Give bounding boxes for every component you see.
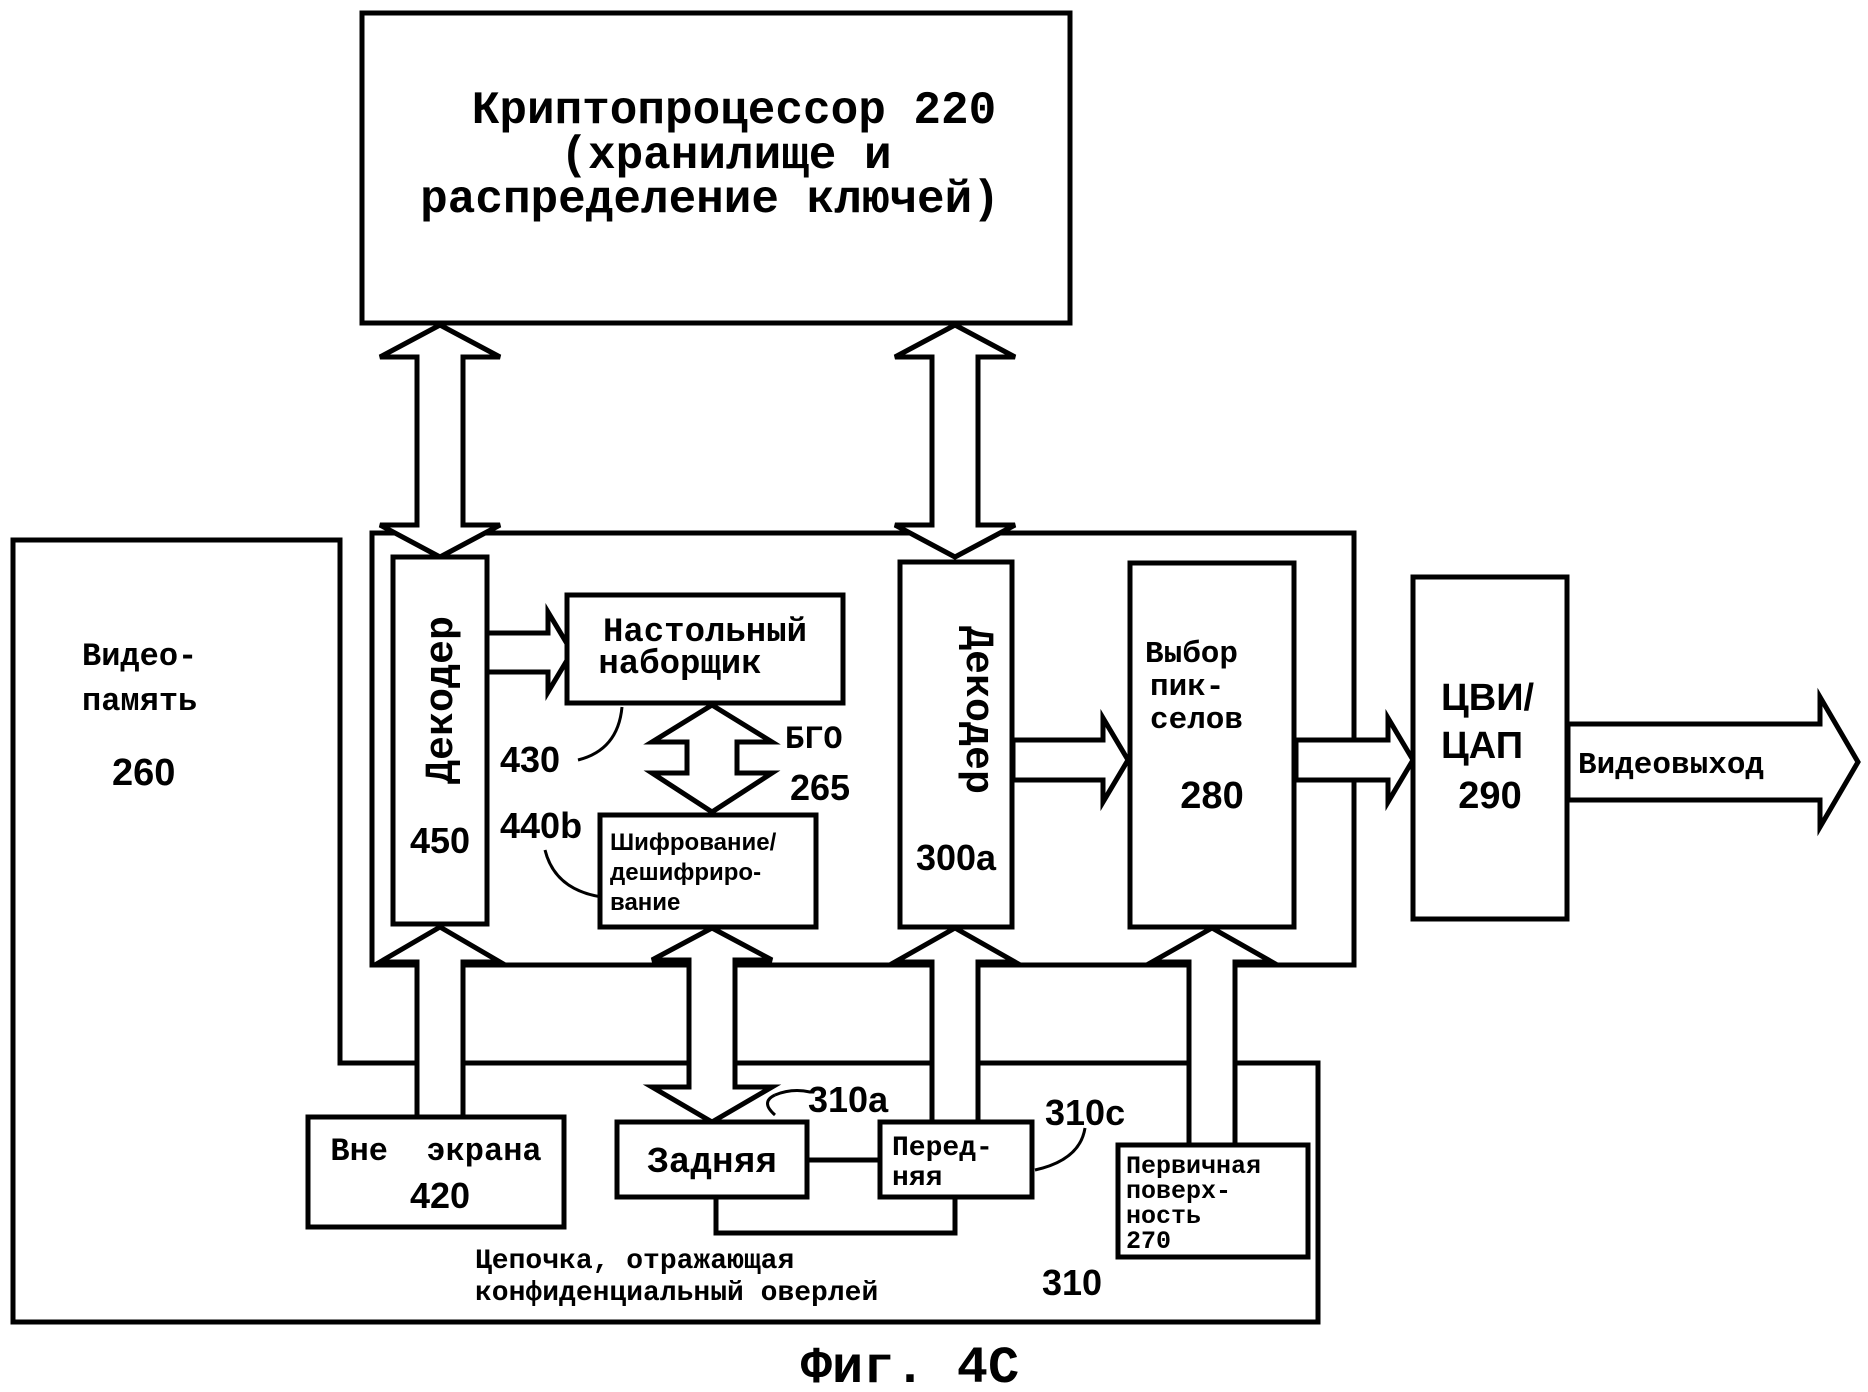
desktop-composer-box	[564, 592, 846, 706]
chain-label-line2: конфиденциальный оверлей	[475, 1278, 878, 1309]
primary-surface-label-line1: Первичная	[1126, 1152, 1261, 1181]
chain-number: 310	[1042, 1262, 1102, 1303]
decoder-300a-label: Декодер	[954, 626, 999, 794]
primary-surface-label-line2: поверх-	[1126, 1177, 1231, 1206]
crypto-decoder-right-arrow	[893, 322, 1017, 560]
chain-label-line1: Цепочка, отражающая	[475, 1246, 794, 1277]
callout-310a-hook	[766, 1093, 777, 1117]
pixel-select-to-dac-arrow	[1293, 708, 1416, 812]
bgo-label: БГО	[785, 721, 843, 758]
video-memory-label-line1: Видео-	[82, 638, 197, 675]
offscreen-number: 420	[410, 1175, 470, 1216]
figure-caption: Фиг. 4C	[801, 1339, 1019, 1392]
callout-440b-line	[543, 849, 603, 899]
back-buffer-label: Задняя	[647, 1142, 777, 1183]
decoder-300a-number: 300a	[916, 837, 997, 878]
video-memory-label-line2: память	[82, 683, 197, 720]
pixel-select-box	[1127, 560, 1297, 930]
pixel-select-label-line2: пик-	[1150, 670, 1224, 705]
decoder-450-box	[390, 554, 490, 927]
video-out-label: Видеовыход	[1578, 748, 1764, 783]
dvi-dac-label-line1: ЦВИ/	[1441, 677, 1535, 719]
primary-to-pixel-select-arrow	[1142, 925, 1282, 1148]
dvi-dac-label-line2: ЦАП	[1441, 725, 1523, 767]
encryption-label-line3: вание	[610, 889, 680, 916]
offscreen-to-decoder-arrow	[370, 924, 510, 1120]
desktop-composer-callout: 430	[500, 739, 560, 780]
front-to-decoder-arrow	[885, 925, 1025, 1125]
pixel-select-label-line3: селов	[1150, 703, 1243, 738]
pixel-select-label-line1: Выбор	[1145, 637, 1238, 672]
desktop-composer-label-line2: наборщик	[598, 646, 761, 684]
crypto-decoder-left-arrow	[378, 322, 502, 560]
desktop-composer-label-line1: Настольный	[603, 614, 807, 652]
callout-310c-line	[1034, 1127, 1087, 1172]
back-buffer-box	[614, 1119, 810, 1200]
back-buffer-callout: 310a	[808, 1079, 889, 1120]
chain-bottom-connector	[713, 1195, 958, 1236]
offscreen-label: Вне экрана	[330, 1133, 541, 1170]
decoder-to-pixel-select-arrow	[1010, 708, 1131, 812]
decoder-to-composer-arrow	[484, 602, 575, 702]
offscreen-box	[305, 1114, 567, 1230]
dvi-dac-number: 290	[1458, 775, 1521, 817]
callout-310a-line	[774, 1089, 811, 1097]
callout-430-line	[577, 706, 624, 762]
cryptoprocessor-box	[359, 10, 1073, 326]
video-memory-region	[10, 537, 1321, 1325]
video-out-arrow	[1565, 687, 1861, 837]
pixel-select-number: 280	[1180, 775, 1243, 817]
cryptoprocessor-label-line3: распределение ключей)	[420, 174, 1000, 226]
front-buffer-box	[877, 1119, 1035, 1200]
encryption-label-line1: Шифрование/	[610, 829, 777, 856]
primary-surface-label-line4: 270	[1126, 1227, 1171, 1256]
front-buffer-label-line2: няя	[892, 1163, 942, 1194]
decoder-450-number: 450	[410, 820, 470, 861]
video-memory-number: 260	[112, 752, 175, 794]
bgo-number: 265	[790, 767, 850, 808]
encryption-callout: 440b	[500, 805, 582, 846]
composer-encryption-arrow	[643, 702, 781, 815]
cryptoprocessor-label-line2: (хранилище и	[560, 130, 891, 182]
cryptoprocessor-label-line1: Криптопроцессор 220	[472, 85, 997, 137]
decoder-450-label: Декодер	[420, 616, 465, 784]
primary-surface-label-line3: ность	[1126, 1202, 1201, 1231]
front-buffer-callout: 310c	[1045, 1092, 1125, 1133]
encryption-label-line2: дешифриро-	[610, 859, 761, 886]
decoder-300a-box	[897, 559, 1015, 930]
front-buffer-label-line1: Перед-	[892, 1133, 993, 1164]
encryption-back-arrow	[642, 925, 782, 1125]
encryption-box	[597, 812, 819, 930]
primary-surface-box	[1115, 1142, 1311, 1260]
